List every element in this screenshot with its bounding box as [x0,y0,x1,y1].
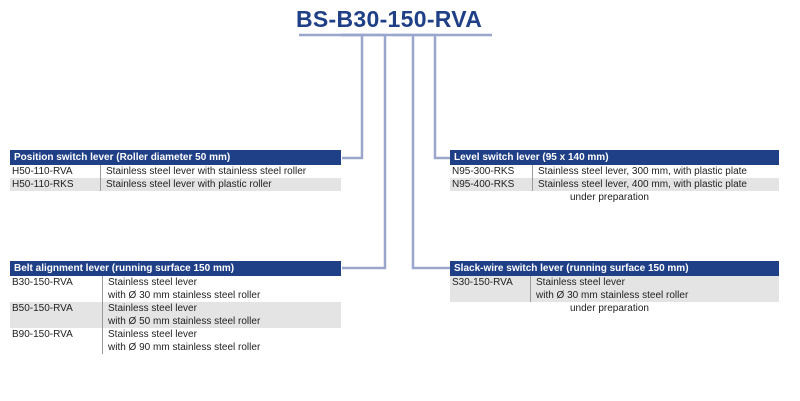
level-switch-header: Level switch lever (95 x 140 mm) [450,150,779,165]
belt-alignment-header: Belt alignment lever (running surface 15… [10,261,341,276]
part-description: Stainless steel lever with stainless ste… [106,166,307,177]
part-code: B90-150-RVA [10,328,103,354]
table-row: S30-150-RVA Stainless steel lever with Ø… [450,276,779,302]
part-code: B30-150-RVA [10,276,103,302]
slack-wire-header: Slack-wire switch lever (running surface… [450,261,779,276]
part-description: Stainless steel lever, 400 mm, with plas… [538,179,747,190]
connector-level [392,33,450,160]
table-row: H50-110-RKS Stainless steel lever with p… [10,178,341,191]
table-row: N95-400-RKS Stainless steel lever, 400 m… [450,178,779,191]
position-switch-header: Position switch lever (Roller diameter 5… [10,150,341,165]
table-row: B30-150-RVA Stainless steel lever with Ø… [10,276,341,302]
status-note: under preparation [570,303,649,314]
product-code-title: BS-B30-150-RVA [296,6,483,32]
table-row: B50-150-RVA Stainless steel lever with Ø… [10,302,341,328]
part-code: S30-150-RVA [450,276,531,302]
level-switch-block: Level switch lever (95 x 140 mm) N95-300… [450,150,779,205]
table-row: B90-150-RVA Stainless steel lever with Ø… [10,328,341,354]
part-code: N95-300-RKS [450,165,533,178]
belt-alignment-block: Belt alignment lever (running surface 15… [10,261,341,354]
connector-belt [342,33,387,270]
part-description: Stainless steel lever with Ø 30 mm stain… [108,277,261,301]
part-code: B50-150-RVA [10,302,103,328]
connector-slack [411,35,450,270]
part-description: Stainless steel lever with Ø 90 mm stain… [108,329,261,353]
slack-wire-block: Slack-wire switch lever (running surface… [450,261,779,316]
part-code: H50-110-RVA [10,165,101,178]
table-row: N95-300-RKS Stainless steel lever, 300 m… [450,165,779,178]
part-description: Stainless steel lever with Ø 50 mm stain… [108,303,261,327]
part-code: N95-400-RKS [450,178,533,191]
table-row: H50-110-RVA Stainless steel lever with s… [10,165,341,178]
part-description: Stainless steel lever with Ø 30 mm stain… [536,277,689,301]
position-switch-block: Position switch lever (Roller diameter 5… [10,150,341,191]
connector-position [299,33,364,160]
part-description: Stainless steel lever with plastic rolle… [106,179,272,190]
status-note: under preparation [570,192,649,203]
part-code: H50-110-RKS [10,178,101,191]
part-description: Stainless steel lever, 300 mm, with plas… [538,166,747,177]
